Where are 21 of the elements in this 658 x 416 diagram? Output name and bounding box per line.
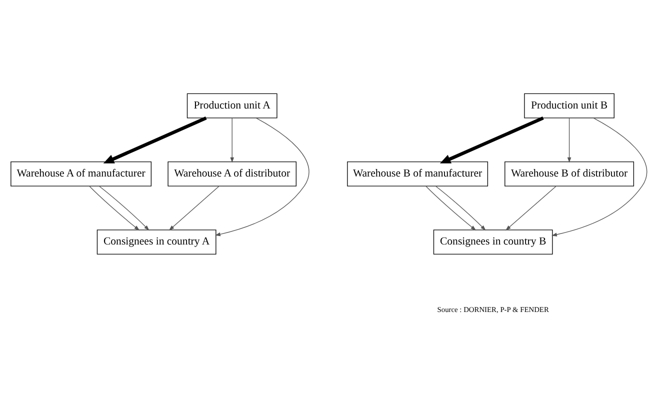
node-box: Warehouse A of distributor (168, 161, 296, 186)
arrow (506, 186, 557, 230)
arrow (440, 116, 544, 164)
arrow (435, 186, 486, 231)
arrow (168, 186, 220, 230)
arrow (89, 186, 140, 231)
node-box: Warehouse B of distributor (504, 161, 634, 186)
arrow (426, 186, 476, 231)
arrow (103, 116, 207, 164)
label: Source : DORNIER, P-P & FENDER (437, 305, 549, 314)
node-box: Consignees in country B (433, 230, 553, 255)
node-box: Warehouse B of manufacturer (347, 161, 488, 186)
arrow (215, 118, 310, 236)
node-box: Consignees in country A (96, 230, 216, 255)
node-box: Production unit A (186, 93, 278, 118)
arrow (567, 118, 572, 163)
node-box: Production unit B (524, 93, 614, 118)
arrow (230, 118, 234, 163)
arrow (98, 186, 150, 231)
arrow (551, 118, 648, 236)
node-box: Warehouse A of manufacturer (10, 161, 152, 186)
